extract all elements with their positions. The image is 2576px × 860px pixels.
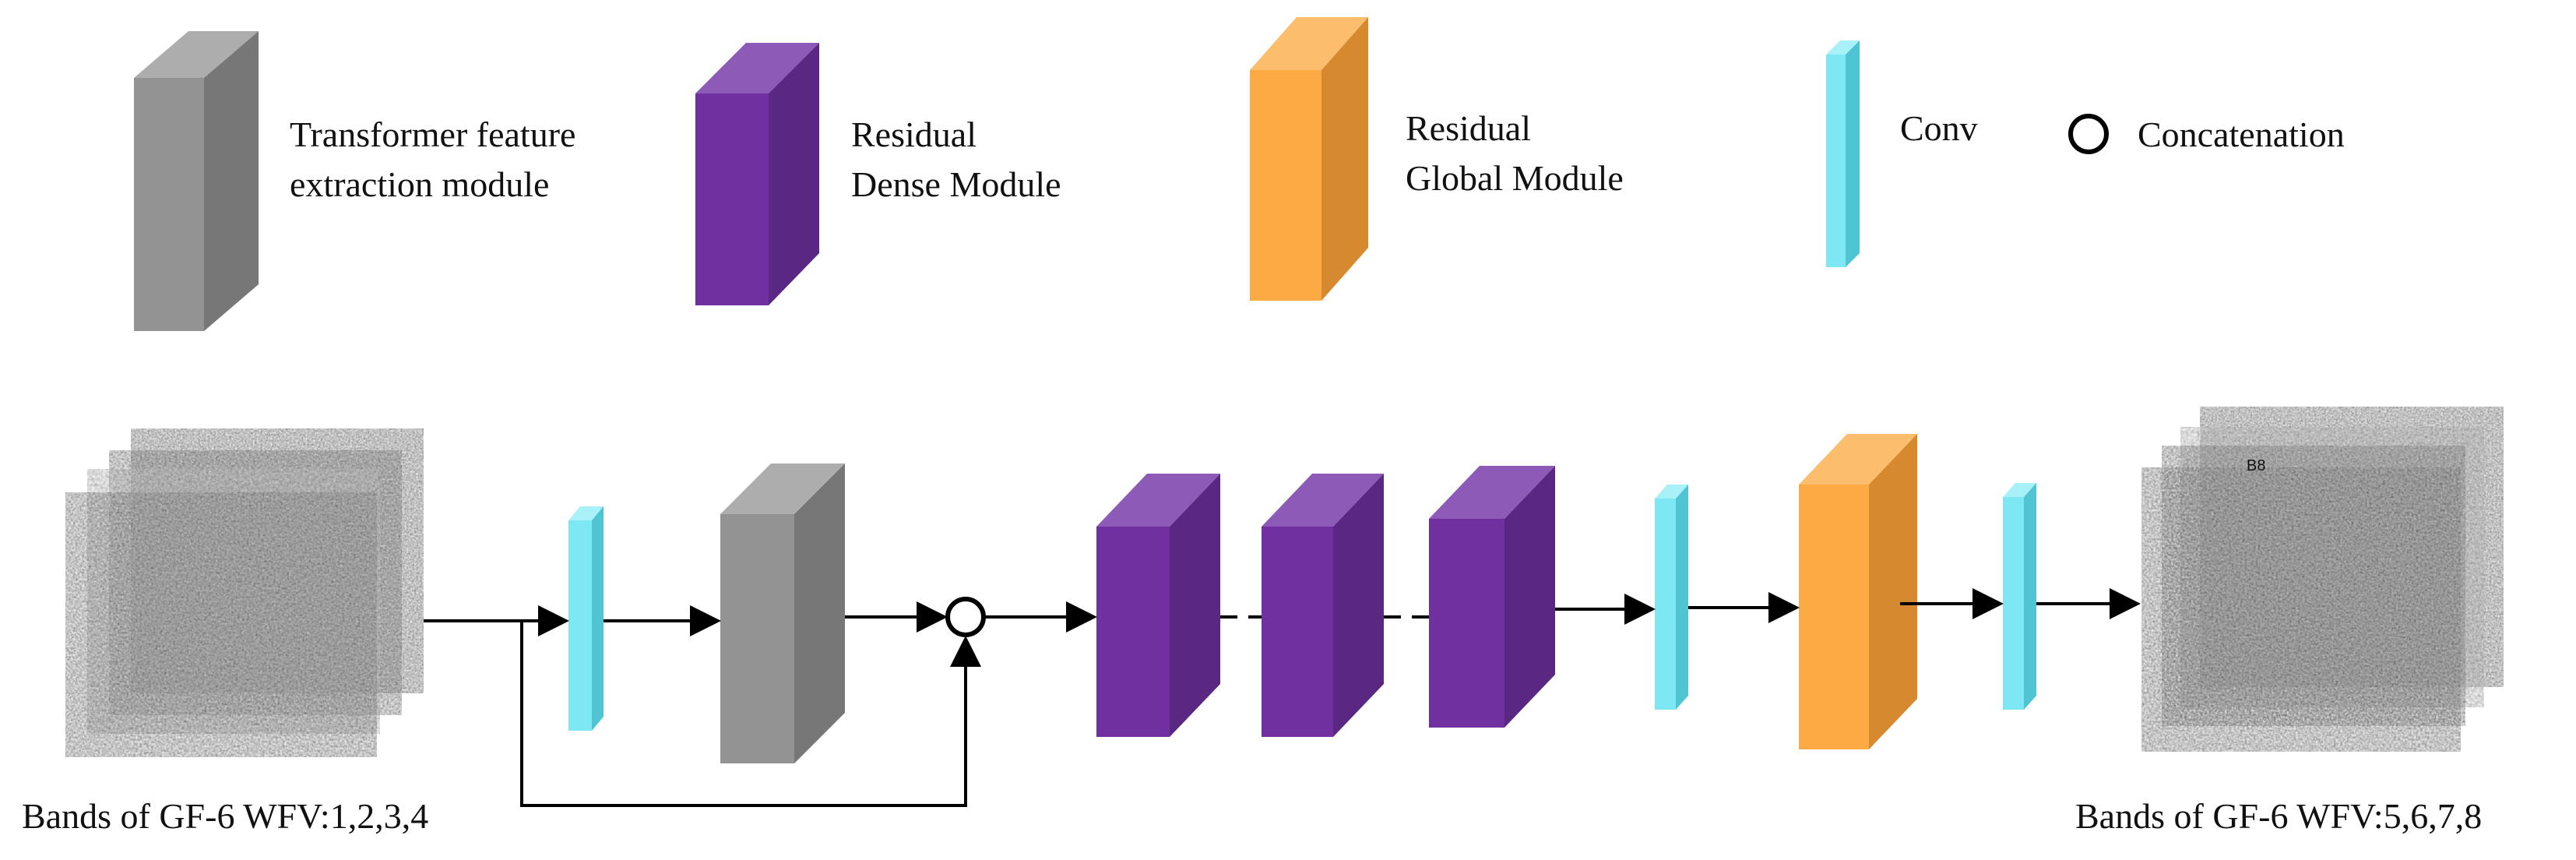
rdm-2-front [1262,527,1333,737]
legend-transformer-block [134,31,259,331]
rdm-block-3 [1429,466,1555,728]
rdm-block-2 [1262,474,1384,737]
legend-rdm-side [769,43,819,305]
rdm-1-top [1096,474,1220,527]
rdm-2-top [1262,474,1384,527]
legend-rgm-side [1321,17,1368,301]
legend-rdm-label-1: Residual [851,115,977,154]
transformer-side [794,463,845,763]
rdm-3-top [1429,466,1555,519]
legend-rdm-label-2: Dense Module [851,164,1061,204]
conv-3-top [2003,483,2036,497]
input-image-stack [65,428,424,757]
transformer-block [720,463,845,763]
legend-conv-side [1846,41,1860,267]
rdm-3-side [1504,466,1555,728]
rgm-front [1799,485,1869,749]
rdm-2-side [1333,474,1384,737]
conv-block-2 [1655,485,1688,710]
rdm-3-front [1429,519,1504,728]
output-image-stack: B8 [2141,407,2504,752]
concat-node [945,597,986,637]
rdm-block-1 [1096,474,1220,737]
conv-3-front [2003,497,2024,710]
legend-rgm-front [1250,70,1321,301]
conv-block-1 [568,506,604,731]
transformer-top [720,463,845,514]
conv-1-side [592,506,604,731]
output-stack-label: B8 [2247,457,2265,474]
rdm-1-front [1096,527,1170,737]
legend-transformer-front [134,78,204,331]
transformer-front [720,514,794,763]
conv-3-side [2024,483,2036,710]
legend-rgm-top [1250,17,1368,70]
rgm-top [1799,434,1917,485]
legend-conv-block [1826,41,1860,267]
connectors [424,588,2141,807]
rdm-1-side [1170,474,1220,737]
conv-2-side [1676,485,1688,710]
rgm-block [1799,434,1917,749]
output-layer-front [2141,467,2461,752]
legend-transformer-top [134,31,259,78]
legend-concat-label: Concatenation [2138,115,2345,154]
legend-rdm-block [695,43,819,305]
legend-conv-label: Conv [1900,108,1978,148]
output-caption: Bands of GF-6 WFV:5,6,7,8 [2075,796,2482,836]
legend-conv-top [1826,41,1860,55]
legend-conv-front [1826,55,1846,267]
conv-1-front [568,520,592,731]
legend-transformer-label-2: extraction module [290,164,549,204]
legend-concat-icon [2068,114,2109,154]
input-layer-front [65,492,377,757]
rgm-side [1869,434,1917,749]
legend-transformer-label-1: Transformer feature [290,115,575,154]
conv-block-3 [2003,483,2036,710]
legend-rdm-top [695,43,819,93]
input-caption: Bands of GF-6 WFV:1,2,3,4 [22,796,428,836]
conv-2-front [1655,499,1676,710]
legend-rgm-label-1: Residual [1406,108,1531,148]
legend-transformer-side [204,31,259,331]
legend-rdm-front [695,93,769,305]
legend-rgm-block [1250,17,1368,301]
skip-connection [520,621,981,807]
conv-2-top [1655,485,1688,499]
legend-rgm-label-2: Global Module [1406,158,1624,198]
